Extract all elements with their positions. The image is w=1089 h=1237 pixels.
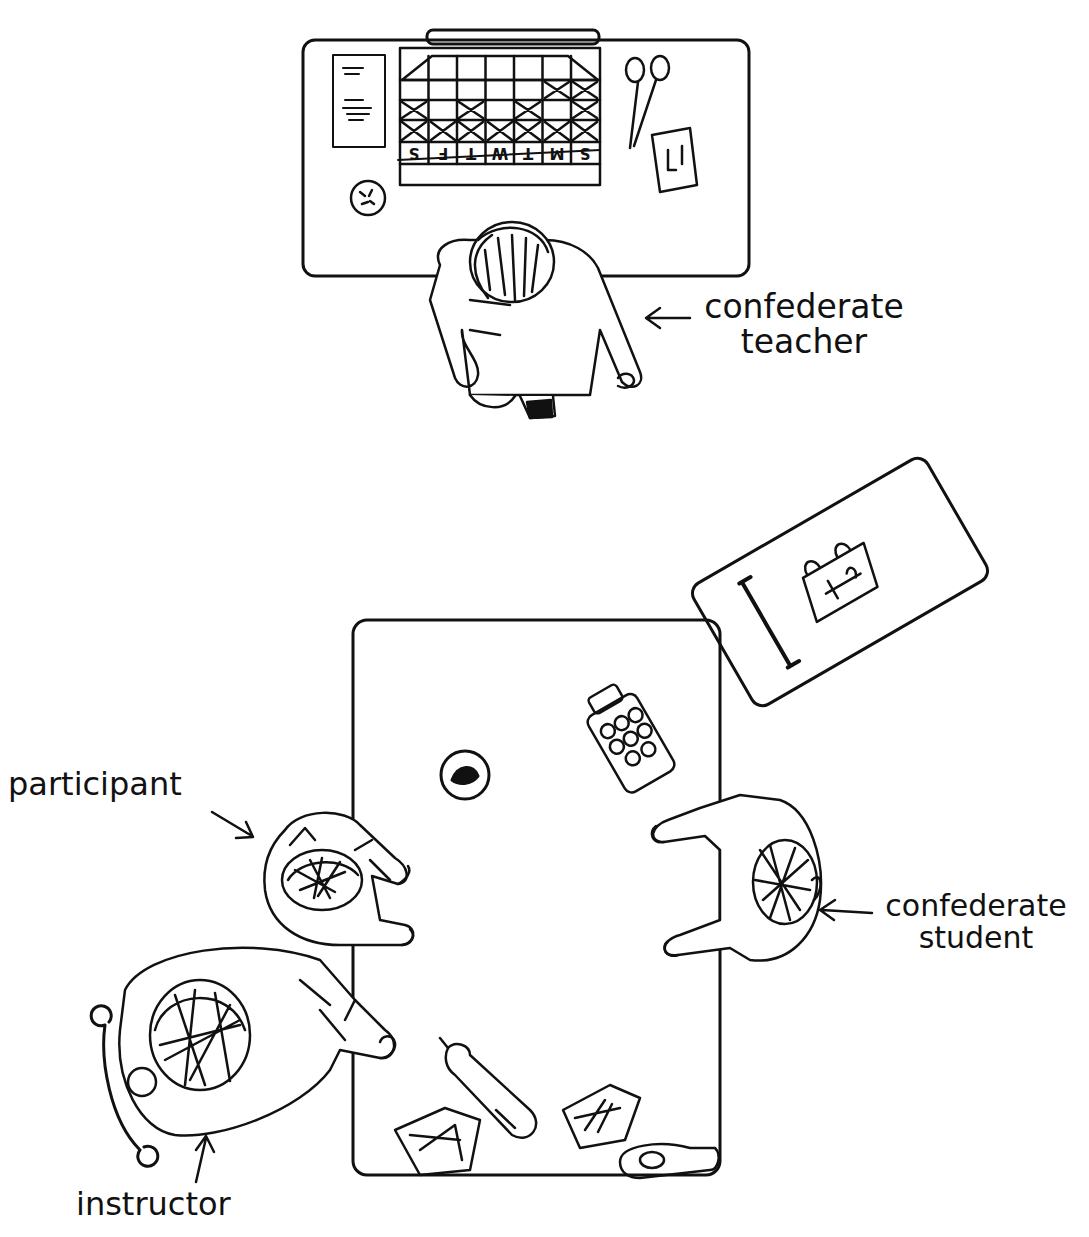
scissors-part <box>626 58 644 82</box>
paper-sheet-part <box>333 55 385 147</box>
side-table-part-part <box>688 454 992 710</box>
side-table-part <box>688 454 992 710</box>
snack-items <box>395 1038 719 1178</box>
day-label: M <box>543 143 571 163</box>
calendar-part <box>402 122 597 140</box>
jar-part-part <box>626 706 645 725</box>
calendar-part <box>402 102 597 118</box>
paper-sheet <box>333 55 385 147</box>
jar-part-part <box>585 691 677 795</box>
tag-card-part <box>652 128 697 192</box>
participant-figure-part <box>398 866 413 945</box>
instructor-figure-part <box>128 1068 156 1096</box>
calendar <box>398 48 600 185</box>
instructor-figure-part <box>155 990 245 1085</box>
scissors-part <box>651 56 669 80</box>
day-label: S <box>400 143 428 163</box>
teacher-figure-part <box>470 222 554 302</box>
teacher-figure-part <box>475 228 548 300</box>
day-label: T <box>514 143 542 163</box>
participant-figure-part <box>264 813 413 945</box>
calendar-part <box>429 56 572 164</box>
participant-figure-part <box>282 850 362 910</box>
jar-part-part <box>635 721 654 740</box>
bowl-part <box>441 751 489 799</box>
teacher-figure-part <box>527 400 552 418</box>
person-label: instructor <box>76 1188 296 1222</box>
calendar-part <box>400 48 600 185</box>
leader-arrows-part <box>212 812 253 838</box>
day-label: F <box>429 143 457 163</box>
jar-part-part <box>587 683 624 715</box>
student-figure <box>652 795 821 961</box>
calendar-part <box>545 82 597 98</box>
teacher-figure-part <box>470 395 555 418</box>
snack-items-part <box>440 1038 515 1128</box>
teacher-figure <box>430 222 641 418</box>
leader-arrows <box>196 308 872 1182</box>
bowl-part <box>452 767 478 783</box>
day-label: S <box>571 143 599 163</box>
leader-arrows-part <box>196 1136 214 1182</box>
snack-items-part <box>620 1144 719 1178</box>
side-table-part-part <box>789 533 886 622</box>
snack-items-part <box>446 1044 536 1138</box>
bowl <box>441 751 489 799</box>
teacher-figure-part <box>470 300 510 335</box>
instructor-figure-part <box>150 980 250 1090</box>
work-table-part <box>353 620 720 1175</box>
instructor-figure-part <box>119 948 394 1136</box>
round-object-part <box>360 190 374 204</box>
person-label: confederate student <box>866 890 1086 953</box>
calendar-part <box>402 56 598 80</box>
person-label: confederate teacher <box>688 290 920 359</box>
instructor-figure <box>91 948 395 1166</box>
student-figure-part <box>755 845 821 920</box>
instructor-figure-part <box>300 980 355 1040</box>
leader-arrows-part <box>820 900 872 920</box>
snack-items-part <box>575 1100 620 1132</box>
jar-part <box>577 677 677 795</box>
instructor-figure-part <box>380 1036 395 1058</box>
snack-items-part <box>640 1152 664 1168</box>
tag-card-part <box>668 146 682 170</box>
snack-items-part <box>395 1108 480 1175</box>
participant-figure-part <box>288 858 358 898</box>
participant-figure <box>264 813 413 945</box>
snack-items-part <box>563 1085 640 1148</box>
jar <box>577 677 677 795</box>
day-label: W <box>486 143 514 163</box>
snack-items-part <box>410 1125 462 1160</box>
tag-card <box>652 128 697 192</box>
teacher-desk-part <box>427 30 599 44</box>
jar-part-part <box>623 749 642 768</box>
day-label: T <box>457 143 485 163</box>
round-object-part <box>351 181 385 215</box>
work-table <box>353 620 720 1175</box>
side-table <box>688 454 992 710</box>
jar-part-part <box>639 740 658 759</box>
person-label: participant <box>8 768 238 802</box>
student-figure-part <box>652 826 678 956</box>
round-object <box>351 181 385 215</box>
side-table-part-part <box>739 577 799 668</box>
leader-arrows-part <box>646 308 690 328</box>
teacher-figure-part <box>618 374 634 388</box>
student-figure-part <box>653 795 821 961</box>
paper-sheet-part <box>343 68 371 120</box>
